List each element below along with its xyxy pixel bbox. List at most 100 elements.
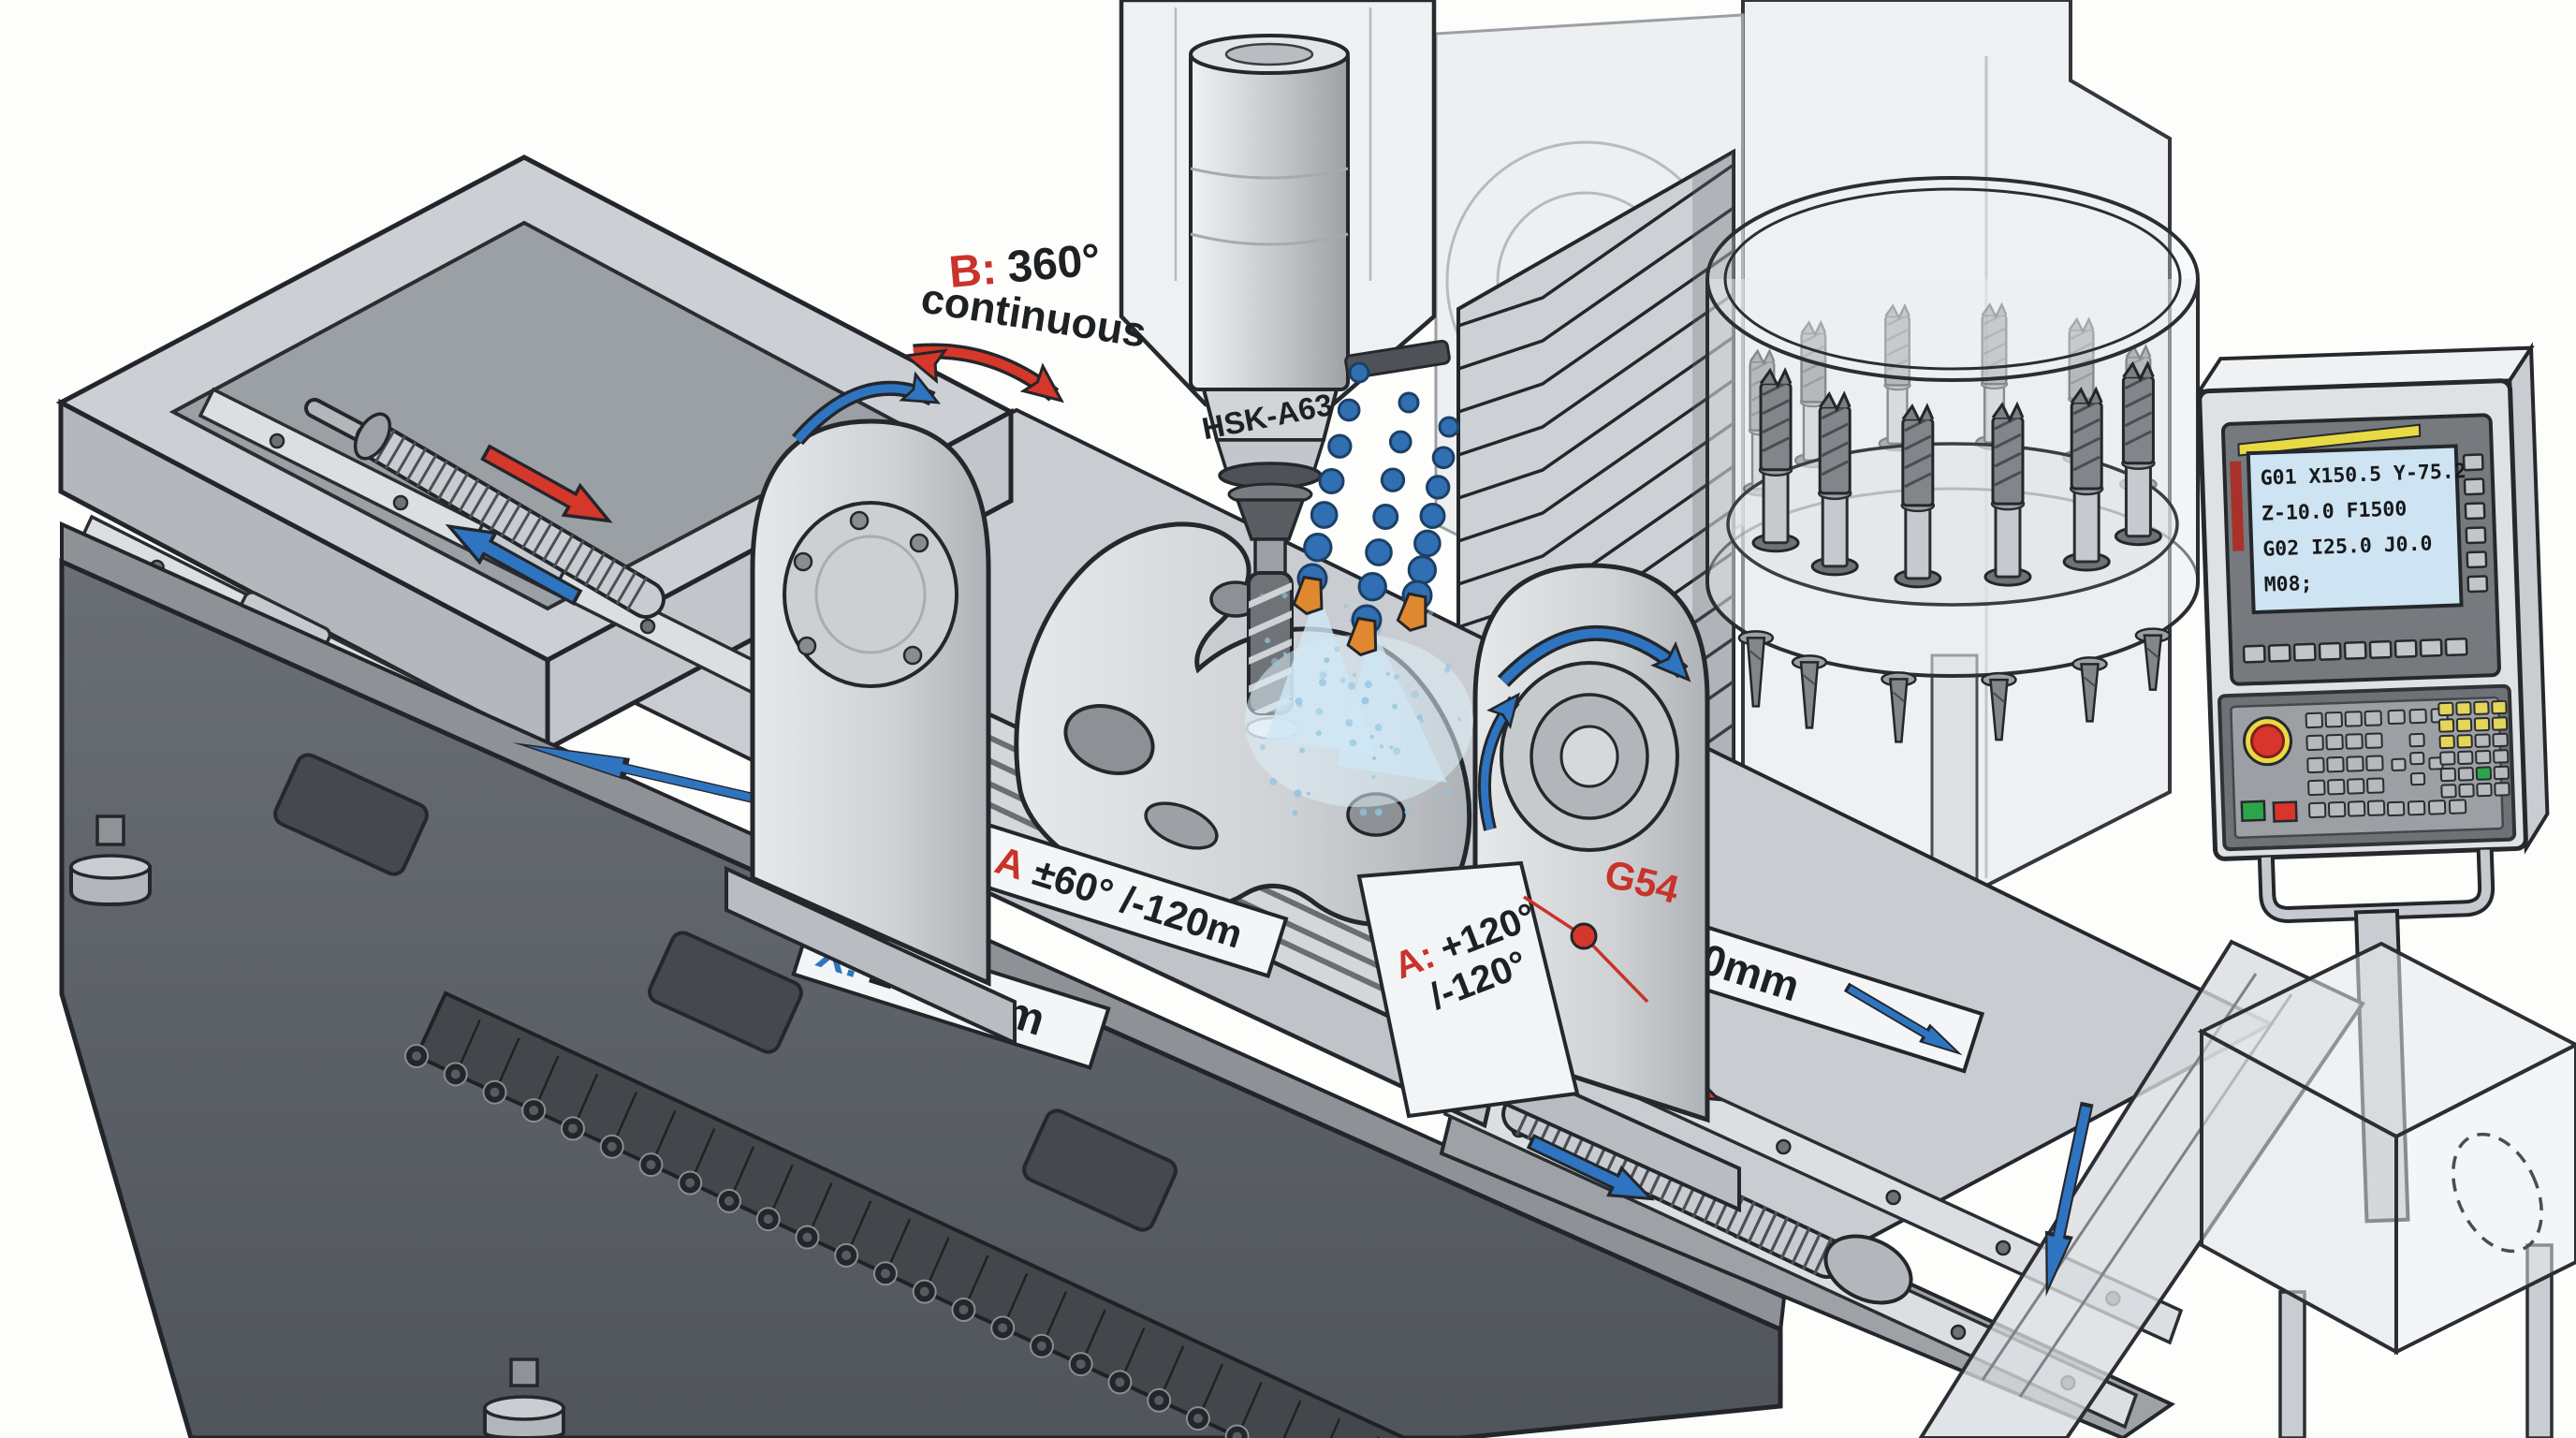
rail-screw	[1995, 1240, 2012, 1256]
coolant-droplet	[1271, 657, 1280, 666]
screw-thread	[605, 565, 627, 599]
g54-datum-dot	[1570, 922, 1598, 950]
bezel-red-stripe	[2230, 461, 2245, 551]
jog-key	[2409, 771, 2426, 786]
a-range-panel: A:+120° /-120°	[1356, 860, 1580, 1119]
conveyor-slat	[497, 1037, 520, 1086]
bed-pocket	[1022, 1108, 1178, 1232]
chain-link-pin	[959, 1304, 969, 1314]
coolant-spray	[1337, 625, 1447, 783]
soft-key	[2368, 639, 2393, 659]
function-key	[2475, 749, 2492, 765]
chain-link-pin	[567, 1123, 578, 1134]
coolant-nozzle	[1346, 616, 1378, 657]
chute-outlet	[2452, 1132, 2543, 1254]
conveyor-slat	[458, 1019, 481, 1067]
spindle-assembly: HSK-A63	[1119, 0, 1437, 715]
rail-screw	[269, 433, 285, 449]
carousel-tool-tip	[1881, 671, 1917, 743]
keypad-key	[2365, 755, 2384, 771]
chain-link-pin	[1232, 1431, 1242, 1438]
coolant-droplet	[1294, 789, 1302, 798]
function-key	[2455, 701, 2472, 716]
keypad-key	[2408, 708, 2427, 725]
carousel-tool-plate	[1726, 442, 2179, 607]
function-key	[2440, 784, 2457, 799]
keypad-key	[2307, 779, 2326, 797]
screw-thread	[520, 515, 543, 550]
screw-thread	[1747, 1205, 1767, 1245]
function-key	[2493, 749, 2510, 764]
screw-thread	[594, 558, 617, 593]
coolant-droplet	[1460, 804, 1465, 809]
tool-carousel	[1705, 176, 2200, 743]
screw-thread	[395, 441, 417, 476]
coolant-droplet	[1420, 718, 1425, 723]
chain-link-pin	[724, 1196, 734, 1206]
coolant-hose	[1396, 416, 1460, 632]
keypad-key	[2427, 800, 2447, 815]
keypad-key	[2366, 777, 2385, 794]
chain-link-pin	[1036, 1341, 1046, 1351]
coolant-droplet	[1265, 638, 1271, 644]
coolant-droplet	[1359, 808, 1368, 816]
conveyor-slat	[1282, 1400, 1302, 1438]
keypad-key	[2326, 756, 2345, 773]
chain-link-pin	[1076, 1359, 1086, 1370]
carousel-tool	[1810, 390, 1859, 577]
coolant-droplet	[1393, 673, 1399, 680]
keypad-keys	[2305, 699, 2510, 819]
coolant-droplet	[1347, 682, 1355, 690]
coolant-droplet	[1282, 652, 1287, 656]
conveyor-slat	[1083, 1309, 1106, 1357]
b-axis-label-line1: B:360°	[947, 235, 1103, 298]
bellows-slat	[1457, 249, 1734, 414]
cnc-screen	[2246, 444, 2464, 615]
keypad-key	[2327, 778, 2346, 796]
coolant-droplet	[1444, 667, 1451, 673]
keypad-key	[2347, 800, 2366, 817]
spindle-cartridge	[1189, 49, 1350, 391]
chain-link	[1224, 1424, 1250, 1438]
coolant-nozzle	[1292, 575, 1324, 616]
coolant-droplet	[1315, 730, 1322, 737]
soft-key	[2466, 575, 2489, 594]
coolant-droplet	[1374, 724, 1383, 732]
screw-thread	[468, 484, 490, 519]
function-key	[2455, 717, 2473, 733]
function-key	[2475, 766, 2493, 781]
keypad-key	[2387, 709, 2406, 726]
keypad-key	[2408, 732, 2425, 748]
x-ballscrew	[304, 398, 666, 619]
screw-thread	[500, 503, 522, 537]
keypad-key	[2364, 710, 2382, 726]
screw-thread	[1801, 1231, 1822, 1270]
leveling-foot	[69, 814, 152, 907]
chain-link-pin	[842, 1250, 852, 1260]
function-key	[2493, 765, 2510, 781]
soft-key	[2463, 477, 2485, 496]
screw-thread	[510, 509, 533, 544]
jog-key	[2409, 751, 2425, 766]
trunnion-bearing-left	[724, 373, 1017, 1047]
coolant-droplet	[1385, 671, 1390, 676]
chain-link-pin	[685, 1178, 695, 1188]
screw-thread	[490, 496, 511, 531]
conveyor-slat	[1329, 1417, 1341, 1438]
function-key	[2474, 733, 2491, 748]
gcode-line-4: M08;	[2263, 572, 2313, 597]
screw-thread	[1779, 1221, 1801, 1260]
coolant-droplet	[1269, 778, 1278, 786]
conveyor-slat	[418, 1001, 443, 1049]
coolant-droplet	[1371, 775, 1376, 780]
bellows-slat	[1457, 163, 1734, 328]
coolant-nozzle	[1396, 592, 1427, 632]
soft-key	[2318, 641, 2342, 661]
function-key	[2457, 750, 2474, 765]
screw-thread	[385, 435, 406, 470]
bellows-slat	[1457, 335, 1734, 500]
chain-link-pin	[1115, 1377, 1125, 1387]
a-rotation-blue-arrow	[1500, 628, 1687, 685]
soft-key	[2242, 644, 2266, 664]
coolant-droplet	[1380, 744, 1384, 749]
